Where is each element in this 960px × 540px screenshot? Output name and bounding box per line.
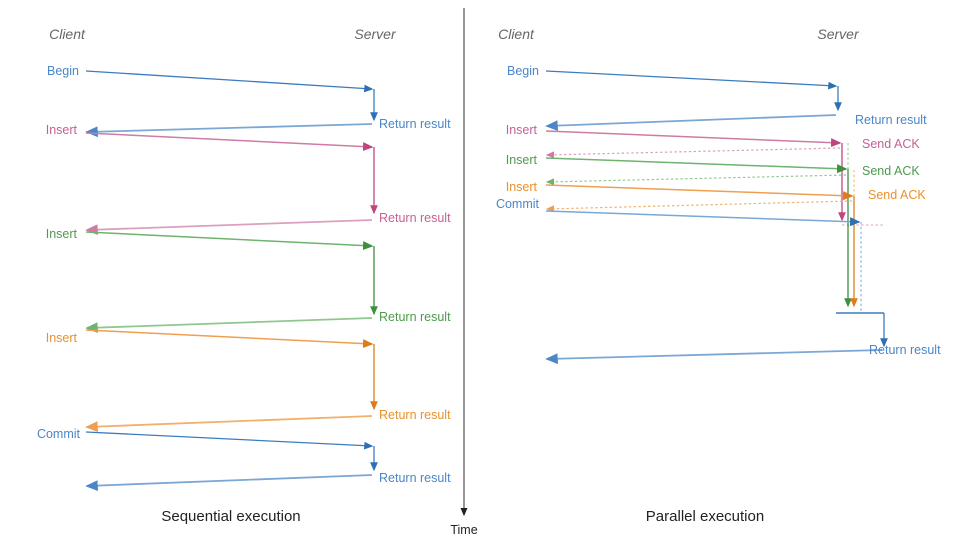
message-group-insert2-sequential: Insert Return result bbox=[46, 227, 451, 334]
reply-label-begin-parallel: Return result bbox=[855, 113, 927, 127]
reply-label-insert-2: Return result bbox=[379, 310, 451, 324]
message-label-insert-1-parallel: Insert bbox=[506, 123, 538, 137]
message-group-insert2-parallel: Insert Send ACK bbox=[506, 143, 920, 308]
message-group-commit-parallel: Commit Return result bbox=[496, 197, 941, 365]
message-label-begin-parallel: Begin bbox=[507, 64, 539, 78]
message-group-insert1-parallel: Insert Send ACK bbox=[506, 123, 920, 226]
request-arrow-insert-1 bbox=[85, 132, 374, 152]
actor-server-label-sequential: Server bbox=[354, 26, 397, 42]
reply-label-commit-parallel: Return result bbox=[869, 343, 941, 357]
message-label-insert-2-parallel: Insert bbox=[506, 153, 538, 167]
reply-arrow-commit bbox=[85, 474, 373, 491]
reply-arrow-begin bbox=[85, 123, 373, 138]
message-label-insert-2: Insert bbox=[46, 227, 78, 241]
final-reply-arrow-parallel bbox=[545, 349, 883, 365]
reply-label-insert-1: Return result bbox=[379, 211, 451, 225]
request-arrow-insert-3 bbox=[85, 329, 374, 349]
message-group-begin-sequential: Begin Return result bbox=[47, 64, 451, 138]
message-label-insert-3-parallel: Insert bbox=[506, 180, 538, 194]
message-label-insert-1: Insert bbox=[46, 123, 78, 137]
ack-arrow-insert-3-parallel bbox=[545, 200, 853, 213]
reply-arrow-insert-1 bbox=[85, 219, 373, 236]
ack-label-insert-2: Send ACK bbox=[862, 164, 920, 178]
message-group-insert3-sequential: Insert Return result bbox=[46, 329, 451, 432]
ack-label-insert-3: Send ACK bbox=[868, 188, 926, 202]
message-group-commit-sequential: Commit Return result bbox=[37, 427, 451, 491]
message-label-commit: Commit bbox=[37, 427, 81, 441]
request-arrow-begin-parallel bbox=[545, 70, 838, 90]
message-group-insert3-parallel: Insert Send ACK bbox=[506, 170, 926, 308]
message-label-begin: Begin bbox=[47, 64, 79, 78]
ack-label-insert-1: Send ACK bbox=[862, 137, 920, 151]
request-arrow-commit-parallel bbox=[545, 210, 861, 227]
reply-label-begin: Return result bbox=[379, 117, 451, 131]
time-axis-label: Time bbox=[450, 523, 477, 537]
time-axis: Time bbox=[450, 8, 478, 537]
actor-server-label-parallel: Server bbox=[817, 26, 860, 42]
reply-label-commit: Return result bbox=[379, 471, 451, 485]
request-arrow-insert-3-parallel bbox=[545, 184, 854, 201]
message-group-insert1-sequential: Insert Return result bbox=[46, 123, 451, 236]
reply-label-insert-3: Return result bbox=[379, 408, 451, 422]
reply-arrow-insert-3 bbox=[85, 415, 373, 432]
reply-arrow-insert-2 bbox=[85, 317, 373, 334]
request-arrow-insert-2-parallel bbox=[545, 157, 848, 174]
request-arrow-begin bbox=[85, 70, 374, 93]
actor-client-label-sequential: Client bbox=[49, 26, 86, 42]
message-label-commit-parallel: Commit bbox=[496, 197, 540, 211]
ack-arrow-insert-2-parallel bbox=[545, 174, 847, 186]
message-group-begin-parallel: Begin Return result bbox=[507, 64, 927, 131]
message-label-insert-3: Insert bbox=[46, 331, 78, 345]
request-arrow-commit bbox=[85, 431, 374, 450]
ack-arrow-insert-1-parallel bbox=[545, 147, 841, 159]
actor-client-label-parallel: Client bbox=[498, 26, 535, 42]
request-arrow-insert-2 bbox=[85, 231, 374, 251]
request-arrow-insert-1-parallel bbox=[545, 130, 842, 148]
reply-arrow-begin-parallel bbox=[545, 114, 837, 131]
panel-parallel: Client Server Begin Return result Insert… bbox=[496, 26, 941, 525]
caption-parallel: Parallel execution bbox=[646, 508, 764, 525]
caption-sequential: Sequential execution bbox=[161, 508, 300, 525]
panel-sequential: Client Server Begin Return result Insert… bbox=[37, 26, 451, 525]
